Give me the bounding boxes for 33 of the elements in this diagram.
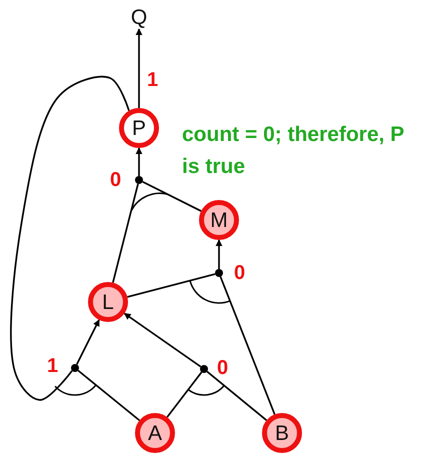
- junction-dot: [135, 176, 143, 184]
- connector-line: [206, 370, 268, 421]
- connector-line: [220, 276, 276, 415]
- junction-dot: [71, 364, 79, 372]
- connector-line: [166, 372, 202, 418]
- arrow: [136, 28, 142, 108]
- node-label: M: [210, 210, 228, 230]
- connector-line: [10, 76, 130, 401]
- node-label: P: [132, 118, 146, 138]
- state-circle: [199, 200, 239, 240]
- junction-dot: [215, 269, 223, 277]
- state-circle: [88, 282, 128, 322]
- node-label: B: [274, 422, 289, 444]
- arrow: [124, 312, 202, 368]
- count-label: 1: [47, 356, 60, 376]
- count-label: 0: [110, 170, 122, 190]
- junction-dot: [200, 365, 208, 373]
- state-circle: [135, 413, 175, 453]
- state-circle: [262, 413, 302, 453]
- annotation-text: count = 0; therefore, P is true: [182, 122, 405, 180]
- arrow: [216, 239, 222, 269]
- count-label: 0: [234, 263, 246, 283]
- connector-line: [142, 181, 202, 212]
- connector-line: [127, 273, 216, 298]
- arrow: [76, 319, 100, 365]
- connector-line: [78, 370, 140, 422]
- arrow: [136, 147, 142, 176]
- node-label: A: [148, 422, 162, 444]
- connector-line: [112, 184, 139, 283]
- state-circle: [119, 108, 159, 148]
- count-label: 0: [217, 358, 230, 378]
- node-label: L: [102, 292, 114, 312]
- node-label: Q: [130, 6, 148, 28]
